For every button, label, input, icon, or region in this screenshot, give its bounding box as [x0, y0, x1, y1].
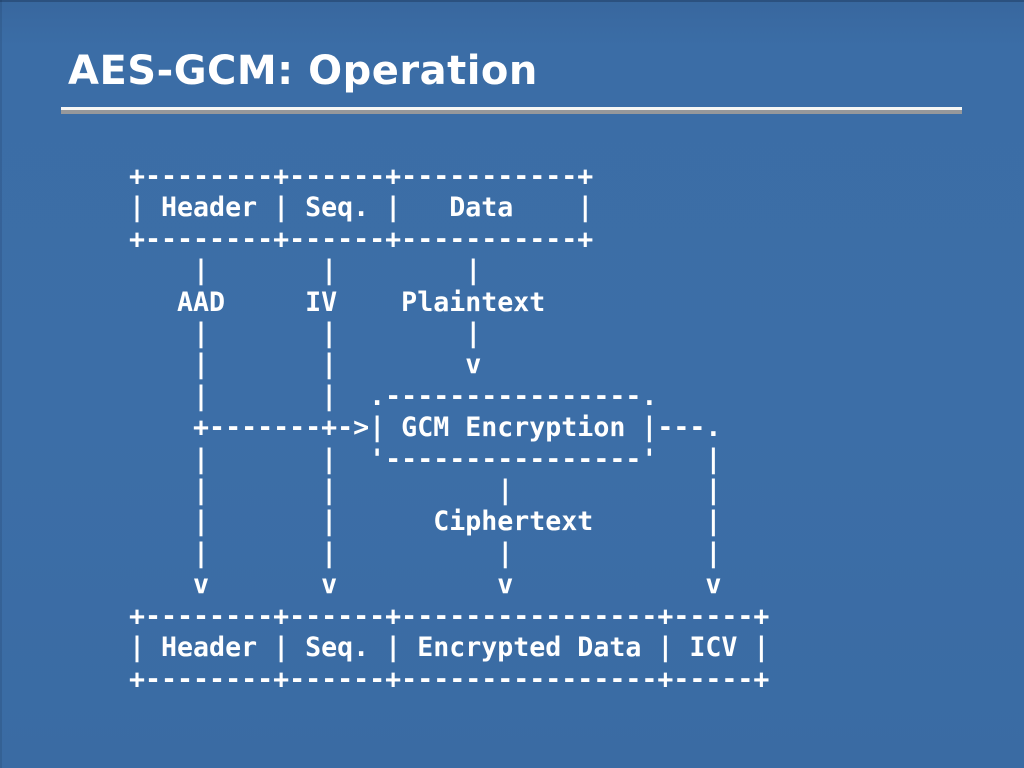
aes-gcm-ascii-flow-diagram: +--------+------+-----------+ | Header |… — [129, 161, 770, 695]
page-title: AES-GCM: Operation — [68, 48, 538, 94]
title-underline-rule — [61, 107, 962, 114]
